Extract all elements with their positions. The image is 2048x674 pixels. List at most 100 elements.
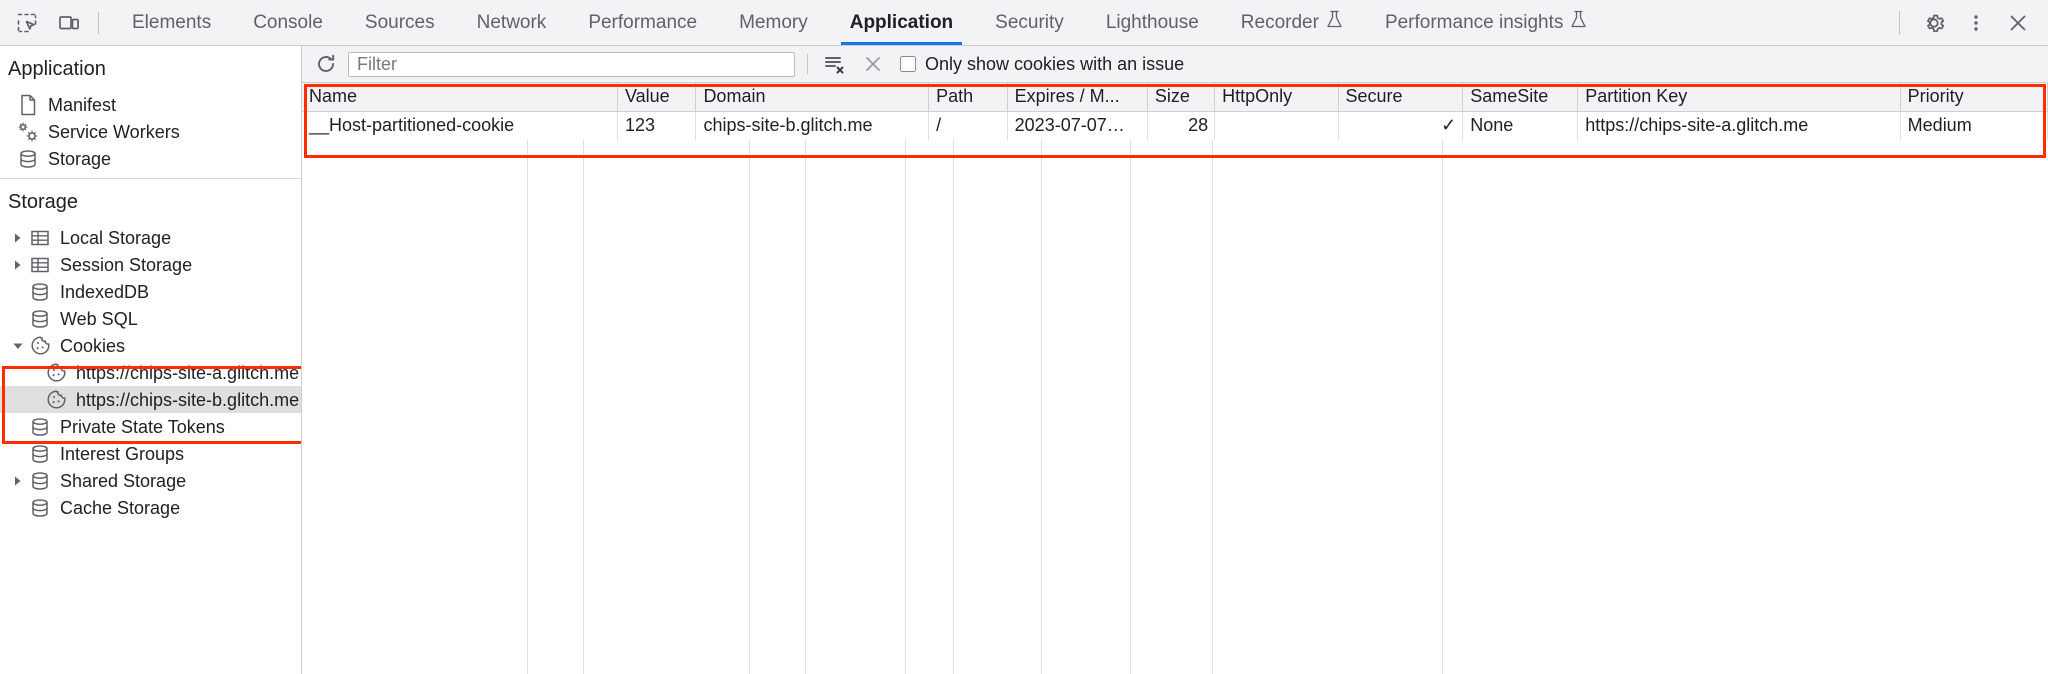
column-divider <box>905 140 906 674</box>
tab-label: Application <box>849 11 954 33</box>
cell-partition-key[interactable]: https://chips-site-a.glitch.me <box>1577 111 1901 140</box>
sidebar-item-indexeddb[interactable]: IndexedDB <box>0 278 301 305</box>
gear-icon[interactable] <box>1914 3 1954 43</box>
sidebar-item-local-storage[interactable]: Local Storage <box>0 224 301 251</box>
cell-httponly[interactable] <box>1214 111 1339 140</box>
sidebar-item-cookies-chips-site-a[interactable]: https://chips-site-a.glitch.me <box>0 359 301 386</box>
devtools-tabbar: Elements Console Sources Network Perform… <box>0 0 2048 46</box>
database-icon <box>16 149 40 169</box>
panel-tabs: Elements Console Sources Network Perform… <box>111 0 1608 45</box>
tab-memory[interactable]: Memory <box>718 0 829 45</box>
cell-path[interactable]: / <box>928 111 1008 140</box>
cookies-table-wrap: Name Value Domain Path Expires / M... Si… <box>302 83 2048 674</box>
column-header-samesite[interactable]: SameSite <box>1462 83 1579 112</box>
sidebar-item-storage[interactable]: Storage <box>0 145 301 172</box>
column-header-secure[interactable]: Secure <box>1338 83 1464 112</box>
cell-name[interactable]: __Host-partitioned-cookie <box>302 111 618 140</box>
chevron-right-icon[interactable] <box>8 475 28 487</box>
close-icon[interactable] <box>1998 3 2038 43</box>
column-divider <box>583 140 584 674</box>
database-icon <box>28 282 52 302</box>
table-row[interactable]: __Host-partitioned-cookie 123 chips-site… <box>302 111 2048 140</box>
column-header-path[interactable]: Path <box>928 83 1008 112</box>
chevron-right-icon[interactable] <box>8 259 28 271</box>
checkbox-box[interactable] <box>900 56 916 72</box>
sidebar-item-label: Manifest <box>48 94 117 115</box>
column-header-partition-key[interactable]: Partition Key <box>1577 83 1901 112</box>
tab-label: Elements <box>132 11 212 33</box>
tab-lighthouse[interactable]: Lighthouse <box>1085 0 1220 45</box>
database-icon <box>28 471 52 491</box>
sidebar-item-session-storage[interactable]: Session Storage <box>0 251 301 278</box>
experiment-flask-icon <box>1326 10 1343 35</box>
column-divider <box>953 140 954 674</box>
sidebar-divider <box>0 178 301 179</box>
sidebar-item-label: https://chips-site-b.glitch.me <box>76 389 300 410</box>
tab-label: Performance insights <box>1384 11 1564 33</box>
cell-size[interactable]: 28 <box>1147 111 1216 140</box>
cookie-icon <box>44 362 68 383</box>
cookies-panel: Filter Only show cookies with an issue <box>302 46 2048 674</box>
cell-priority[interactable]: Medium <box>1900 111 2048 140</box>
column-header-priority[interactable]: Priority <box>1900 83 2048 112</box>
sidebar-item-interest-groups[interactable]: Interest Groups <box>0 440 301 467</box>
clear-filtered-icon[interactable] <box>820 50 850 78</box>
sidebar-item-cookies-chips-site-b[interactable]: https://chips-site-b.glitch.me <box>0 386 301 413</box>
refresh-icon[interactable] <box>312 50 340 78</box>
filter-input[interactable]: Filter <box>348 51 795 77</box>
only-show-issues-checkbox[interactable]: Only show cookies with an issue <box>900 54 1184 75</box>
column-divider <box>1442 140 1443 674</box>
column-header-domain[interactable]: Domain <box>695 83 930 112</box>
column-divider <box>1041 140 1042 674</box>
experiment-flask-icon <box>1570 10 1587 35</box>
table-grid-icon <box>28 255 52 275</box>
sidebar-item-label: Local Storage <box>60 227 172 248</box>
column-header-name[interactable]: Name <box>302 83 618 112</box>
chevron-right-icon[interactable] <box>8 232 28 244</box>
tab-label: Security <box>995 11 1064 33</box>
tab-elements[interactable]: Elements <box>111 0 232 45</box>
tab-performance-insights[interactable]: Performance insights <box>1364 0 1608 45</box>
column-header-value[interactable]: Value <box>617 83 697 112</box>
sidebar-item-label: IndexedDB <box>60 281 150 302</box>
chevron-down-icon[interactable] <box>8 341 28 351</box>
sidebar-item-label: Web SQL <box>60 308 138 329</box>
sidebar-item-shared-storage[interactable]: Shared Storage <box>0 467 301 494</box>
sidebar-item-cache-storage[interactable]: Cache Storage <box>0 494 301 521</box>
tab-security[interactable]: Security <box>974 0 1085 45</box>
cell-domain[interactable]: chips-site-b.glitch.me <box>695 111 930 140</box>
column-divider <box>805 140 806 674</box>
sidebar-item-service-workers[interactable]: Service Workers <box>0 118 301 145</box>
sidebar-item-manifest[interactable]: Manifest <box>0 91 301 118</box>
cell-samesite[interactable]: None <box>1462 111 1579 140</box>
device-toolbar-icon[interactable] <box>50 4 88 42</box>
database-icon <box>28 444 52 464</box>
checkbox-label: Only show cookies with an issue <box>925 53 1185 74</box>
sidebar-item-label: Session Storage <box>60 254 193 275</box>
cookies-table: Name Value Domain Path Expires / M... Si… <box>302 83 2048 140</box>
tab-sources[interactable]: Sources <box>344 0 456 45</box>
inspect-element-icon[interactable] <box>8 4 46 42</box>
sidebar-item-cookies[interactable]: Cookies <box>0 332 301 359</box>
clear-all-icon[interactable] <box>858 50 888 78</box>
sidebar-item-private-state-tokens[interactable]: Private State Tokens <box>0 413 301 440</box>
tab-recorder[interactable]: Recorder <box>1220 0 1364 45</box>
sidebar-item-label: https://chips-site-a.glitch.me <box>76 362 300 383</box>
table-header-row: Name Value Domain Path Expires / M... Si… <box>302 83 2048 112</box>
tab-console[interactable]: Console <box>232 0 344 45</box>
column-header-expires[interactable]: Expires / M... <box>1007 83 1148 112</box>
column-divider <box>1130 140 1131 674</box>
column-header-size[interactable]: Size <box>1147 83 1216 112</box>
column-header-httponly[interactable]: HttpOnly <box>1214 83 1339 112</box>
tab-network[interactable]: Network <box>456 0 568 45</box>
cell-expires[interactable]: 2023-07-07… <box>1007 111 1148 140</box>
cell-value[interactable]: 123 <box>617 111 697 140</box>
more-vertical-icon[interactable] <box>1956 3 1996 43</box>
sidebar-item-label: Private State Tokens <box>60 416 225 437</box>
cell-secure[interactable]: ✓ <box>1338 111 1464 140</box>
sidebar-item-web-sql[interactable]: Web SQL <box>0 305 301 332</box>
cookie-icon <box>44 389 68 410</box>
tab-performance[interactable]: Performance <box>567 0 718 45</box>
tab-label: Memory <box>739 11 808 33</box>
tab-application[interactable]: Application <box>829 0 974 45</box>
